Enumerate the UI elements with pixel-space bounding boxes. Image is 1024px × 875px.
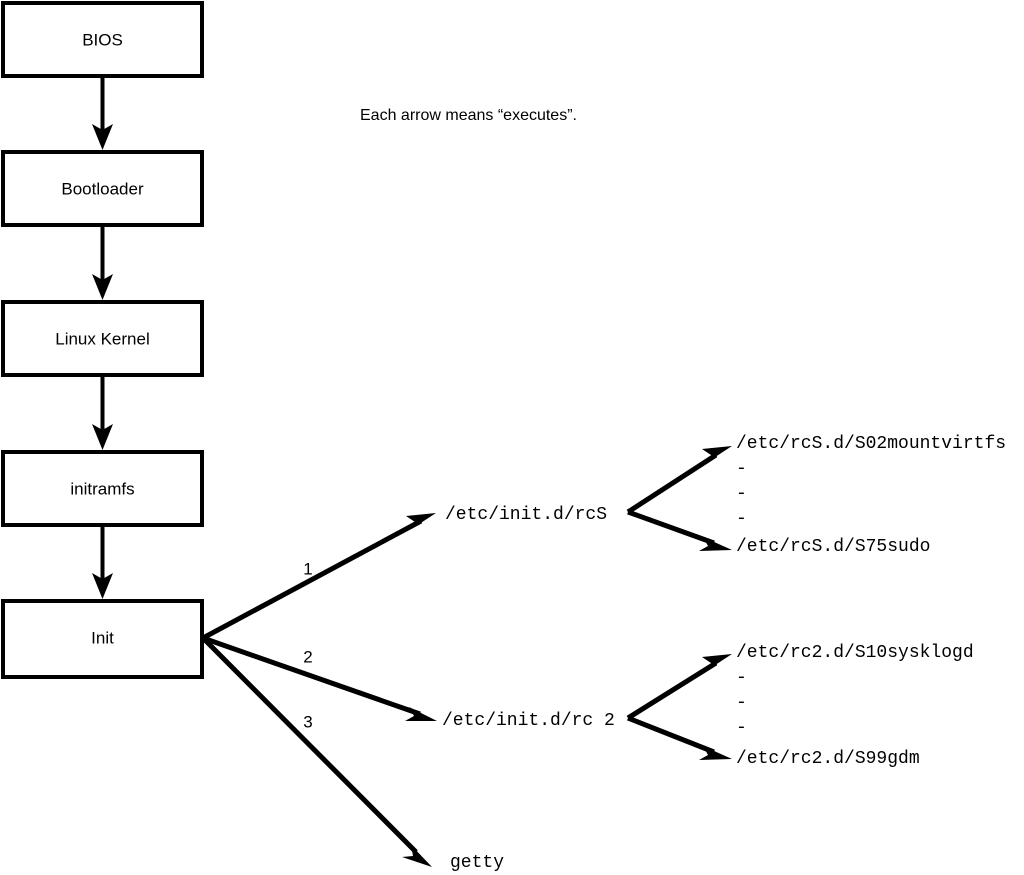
label-rc2-child-last: /etc/rc2.d/S99gdm	[736, 749, 920, 769]
init-label: Init	[91, 628, 114, 647]
diagram-caption: Each arrow means “executes”.	[360, 107, 577, 124]
init-box[interactable]	[1, 599, 204, 679]
arrow-rc2-to-s99gdm	[627, 715, 732, 760]
arrow-init-to-rc2	[202, 635, 437, 721]
label-getty: getty	[450, 853, 504, 873]
arrow-init-to-rcs	[201, 513, 436, 641]
branch-number-3: 3	[303, 712, 312, 731]
rc2-ellipsis-dash-2: -	[736, 693, 747, 713]
arrowhead-down-icon	[92, 424, 113, 450]
node-bios[interactable]: BIOS	[1, 1, 204, 78]
label-etc-initd-rcs: /etc/init.d/rcS	[445, 505, 607, 525]
label-etc-initd-rc2: /etc/init.d/rc 2	[442, 711, 615, 731]
branch-number-1: 1	[303, 559, 312, 578]
rc2-ellipsis-dash-1: -	[736, 668, 747, 688]
label-rcs-child-first: /etc/rcS.d/S02mountvirtfs	[736, 434, 1006, 454]
label-rc2-child-first: /etc/rc2.d/S10sysklogd	[736, 643, 974, 663]
arrow-bios-to-bootloader	[92, 76, 113, 150]
arrow-kernel-to-initramfs	[92, 375, 113, 450]
node-initramfs[interactable]: initramfs	[1, 450, 204, 527]
arrowhead-down-icon	[92, 124, 113, 150]
initramfs-box[interactable]	[1, 450, 204, 527]
arrowhead-icon	[702, 446, 732, 463]
rc2-ellipsis-dash-3: -	[736, 718, 747, 738]
linux-kernel-label: Linux Kernel	[55, 329, 150, 348]
arrow-initramfs-to-init	[92, 525, 113, 599]
rcs-ellipsis-dash-1: -	[736, 459, 747, 479]
arrowhead-icon	[406, 513, 436, 530]
branch-number-2: 2	[303, 647, 312, 666]
arrowhead-icon	[402, 845, 432, 867]
rcs-ellipsis-dash-2: -	[736, 484, 747, 504]
arrow-rcs-to-s75sudo	[627, 509, 732, 551]
node-init[interactable]: Init	[1, 599, 204, 679]
arrowhead-icon	[405, 707, 437, 721]
bootloader-label: Bootloader	[61, 179, 144, 198]
label-rcs-child-last: /etc/rcS.d/S75sudo	[736, 537, 930, 557]
arrowhead-down-icon	[92, 573, 113, 599]
arrow-rc2-to-s10sysklogd	[626, 654, 732, 721]
bios-label: BIOS	[82, 30, 123, 49]
rcs-ellipsis-dash-3: -	[736, 509, 747, 529]
initramfs-label: initramfs	[70, 479, 134, 498]
arrow-rcs-to-s02mountvirtfs	[626, 446, 732, 515]
node-bootloader[interactable]: Bootloader	[1, 150, 204, 227]
arrow-init-to-getty	[201, 636, 432, 867]
arrowhead-icon	[699, 746, 732, 760]
arrowhead-icon	[699, 537, 732, 551]
node-linux-kernel[interactable]: Linux Kernel	[1, 300, 204, 377]
arrowhead-down-icon	[92, 274, 113, 300]
arrowhead-icon	[702, 654, 732, 671]
bios-box[interactable]	[1, 1, 204, 78]
arrow-bootloader-to-kernel	[92, 225, 113, 300]
